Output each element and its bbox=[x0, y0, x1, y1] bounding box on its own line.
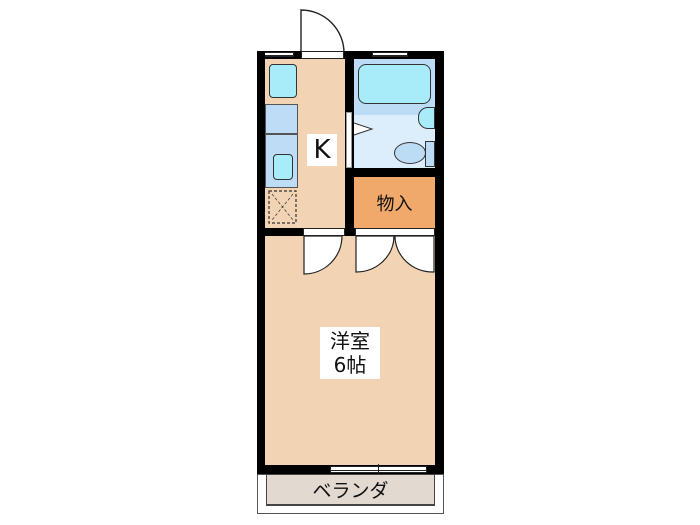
bathtub-icon bbox=[358, 64, 431, 104]
entrance-door-icon bbox=[300, 9, 345, 54]
room-type-text: 洋室 bbox=[330, 329, 370, 353]
wall-left bbox=[257, 51, 265, 474]
wall-kitchen-room bbox=[257, 228, 303, 236]
room-size-text: 6帖 bbox=[333, 353, 367, 377]
sink-icon bbox=[273, 154, 293, 180]
fridge-icon bbox=[269, 64, 297, 98]
toilet-bowl-icon bbox=[394, 142, 426, 164]
storage-right-door-icon bbox=[394, 235, 435, 273]
toilet-tank-icon bbox=[425, 141, 435, 167]
window-bath bbox=[372, 52, 408, 57]
kitchen-label: K bbox=[307, 134, 337, 166]
wall-storage-room bbox=[345, 228, 355, 236]
veranda-label: ベランダ bbox=[266, 474, 435, 506]
washer-space-icon bbox=[268, 190, 297, 224]
storage-door-frame bbox=[355, 228, 435, 236]
bath-door bbox=[346, 112, 352, 168]
kitchen-door-frame bbox=[303, 228, 345, 236]
wall-right bbox=[435, 51, 444, 474]
entrance-opening bbox=[301, 51, 344, 59]
window-divider bbox=[378, 464, 379, 474]
storage-label: 物入 bbox=[354, 177, 435, 228]
storage-left-door-icon bbox=[355, 235, 395, 273]
washbasin-icon bbox=[418, 107, 435, 129]
room-door-icon bbox=[303, 235, 343, 275]
kitchen-counter bbox=[265, 104, 298, 134]
bath-door-swing-icon bbox=[353, 122, 374, 136]
window-kitchen bbox=[264, 52, 294, 57]
wall-bath-storage bbox=[345, 168, 444, 177]
western-room-label: 洋室 6帖 bbox=[320, 327, 380, 379]
